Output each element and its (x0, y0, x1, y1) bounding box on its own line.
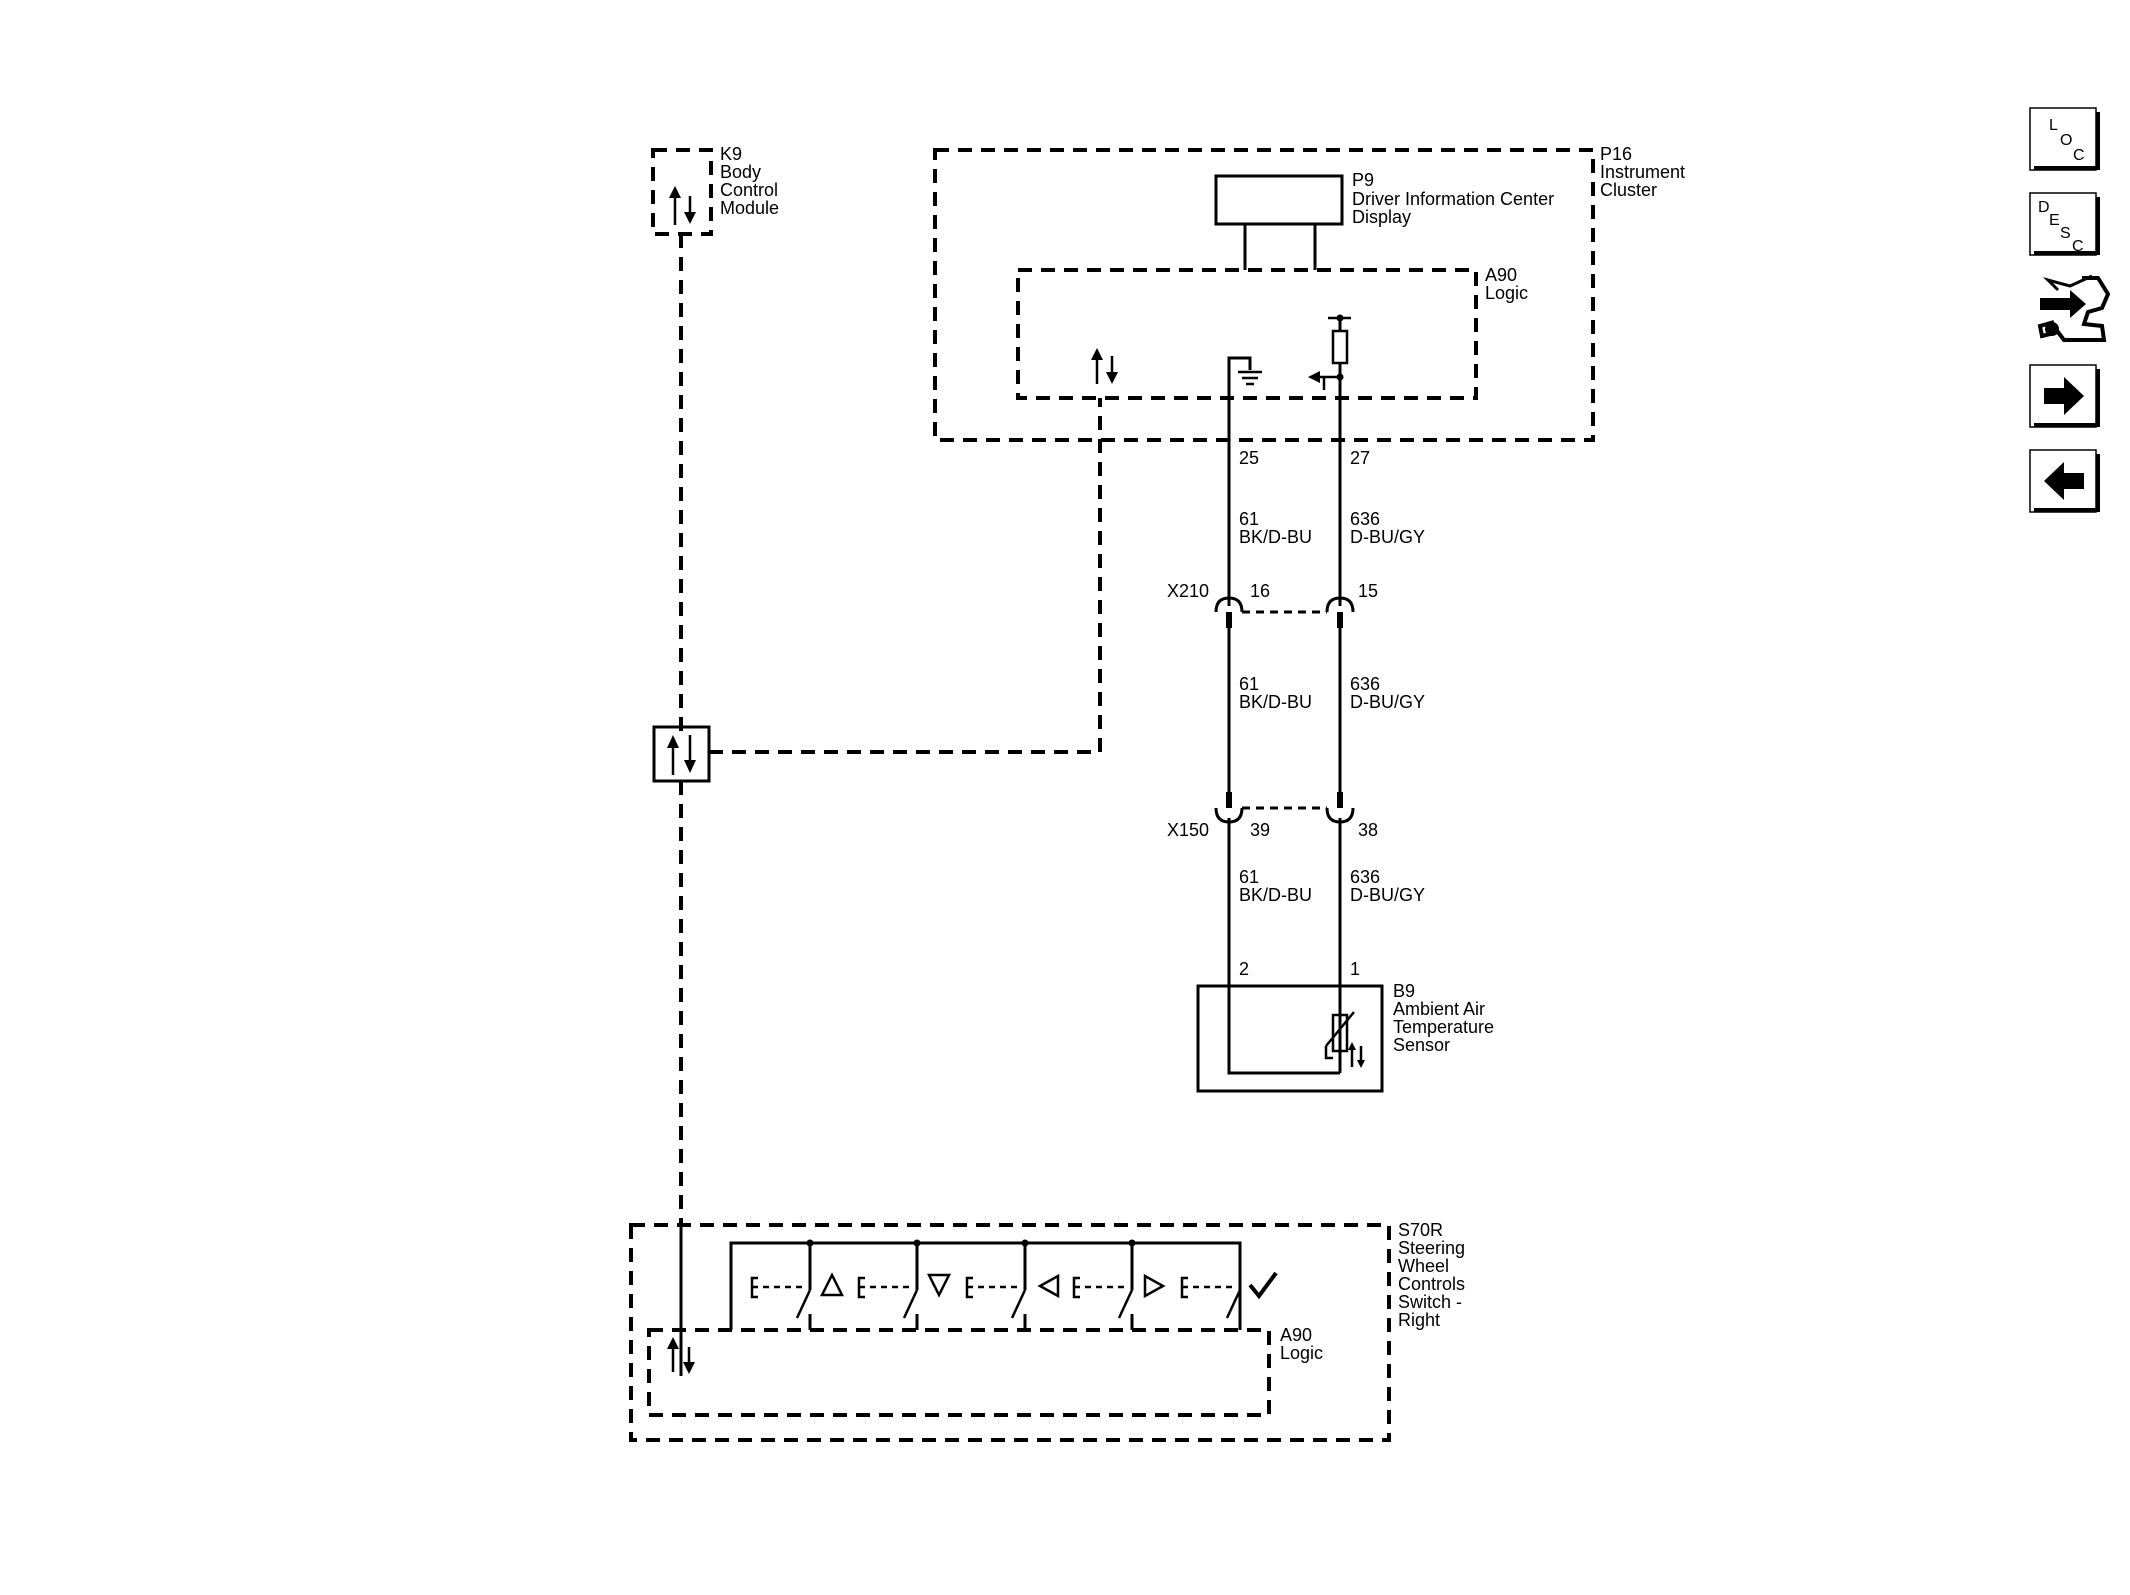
a90-top-id: A90 (1485, 265, 1517, 285)
s70r-line2: Wheel (1398, 1256, 1449, 1276)
loc-letter-o: O (2060, 132, 2072, 149)
s70r-line3: Controls (1398, 1274, 1465, 1294)
wire-right-seg1-circuit: 636 (1350, 509, 1380, 529)
checkmark-icon (1248, 1271, 1278, 1300)
desc-letter-c: C (2072, 238, 2084, 255)
k9-body-control-module[interactable]: K9 Body Control Module (651, 144, 779, 236)
wire-left-seg3-color: BK/D-BU (1239, 885, 1312, 905)
a90-bottom-id: A90 (1280, 1325, 1312, 1345)
k9-id: K9 (720, 144, 742, 164)
b9-line1: Ambient Air (1393, 999, 1485, 1019)
bidirectional-arrows-icon (667, 1337, 695, 1374)
switch-select (1180, 1271, 1278, 1319)
wire-left-seg3-circuit: 61 (1239, 867, 1259, 887)
b9-id: B9 (1393, 981, 1415, 1001)
b9-pin-1: 1 (1350, 959, 1360, 979)
a90-bottom-line1: Logic (1280, 1343, 1323, 1363)
wire-left-seg1-color: BK/D-BU (1239, 527, 1312, 547)
s70r-line4: Switch - (1398, 1292, 1462, 1312)
p16-line2: Cluster (1600, 180, 1657, 200)
data-splice-box (652, 725, 711, 783)
p16-instrument-cluster[interactable]: P16 Instrument Cluster (933, 144, 1685, 442)
x210-connector[interactable]: X210 16 15 (1167, 581, 1378, 628)
switch-down (857, 1239, 952, 1330)
bidirectional-arrows-icon (669, 186, 696, 225)
nav-desc-button[interactable]: D E S C (2029, 192, 2100, 256)
s70r-id: S70R (1398, 1220, 1443, 1240)
ground-icon (1227, 356, 1262, 398)
k9-line1: Body (720, 162, 761, 182)
previous-arrow-button[interactable] (2029, 449, 2100, 513)
wire-right-seg1-color: D-BU/GY (1350, 527, 1425, 547)
p16-line1: Instrument (1600, 162, 1685, 182)
s70r-steering-wheel-controls-switch-right[interactable]: S70R Steering Wheel Controls Switch - Ri… (629, 1220, 1465, 1442)
p9-line2: Display (1352, 207, 1411, 227)
next-arrow-icon (2044, 377, 2084, 415)
previous-arrow-icon (2044, 462, 2084, 500)
desc-letter-s: S (2060, 225, 2071, 242)
desc-letter-d: D (2038, 199, 2050, 216)
desc-letter-e: E (2049, 212, 2060, 229)
x210-pin-15: 15 (1358, 581, 1378, 601)
x150-pin-38: 38 (1358, 820, 1378, 840)
bidirectional-arrows-icon (1091, 348, 1118, 384)
s70r-line5: Right (1398, 1310, 1440, 1330)
x150-connector[interactable]: X150 39 38 (1167, 792, 1378, 840)
x210-pin-16: 16 (1250, 581, 1270, 601)
p16-pin-25: 25 (1239, 448, 1259, 468)
k9-line3: Module (720, 198, 779, 218)
loc-letter-l: L (2049, 117, 2058, 134)
thermistor-icon (1324, 1011, 1365, 1068)
s70r-line1: Steering (1398, 1238, 1465, 1258)
loc-letter-c: C (2073, 147, 2085, 164)
p16-pin-27: 27 (1350, 448, 1370, 468)
pull-up-resistor-icon (1308, 314, 1351, 398)
wire-left-seg2-circuit: 61 (1239, 674, 1259, 694)
nav-loc-button[interactable]: L O C (2029, 107, 2100, 171)
wire-right-seg2-circuit: 636 (1350, 674, 1380, 694)
x210-label: X210 (1167, 581, 1209, 601)
a90-top-line1: Logic (1485, 283, 1528, 303)
b9-pin-2: 2 (1239, 959, 1249, 979)
p9-driver-information-center-display[interactable]: P9 Driver Information Center Display (1214, 170, 1554, 270)
wire-right-seg3-color: D-BU/GY (1350, 885, 1425, 905)
p16-id: P16 (1600, 144, 1632, 164)
wire-right-seg2-color: D-BU/GY (1350, 692, 1425, 712)
x150-pin-39: 39 (1250, 820, 1270, 840)
k9-line2: Control (720, 180, 778, 200)
b9-ambient-air-temperature-sensor[interactable]: B9 Ambient Air Temperature Sensor (1196, 981, 1494, 1093)
wire-left-seg1-circuit: 61 (1239, 509, 1259, 529)
switch-left (965, 1239, 1060, 1330)
a90-logic-top[interactable]: A90 Logic (1016, 265, 1528, 400)
b9-line2: Temperature (1393, 1017, 1494, 1037)
wire-right-seg3-circuit: 636 (1350, 867, 1380, 887)
a90-logic-bottom[interactable]: A90 Logic (647, 1225, 1323, 1417)
serial-data-line-p16 (709, 398, 1102, 754)
connector-service-icon[interactable] (2037, 274, 2111, 342)
p9-id: P9 (1352, 170, 1374, 190)
x150-label: X150 (1167, 820, 1209, 840)
p9-line1: Driver Information Center (1352, 189, 1554, 209)
switch-up (750, 1239, 845, 1330)
b9-line3: Sensor (1393, 1035, 1450, 1055)
wire-left-seg2-color: BK/D-BU (1239, 692, 1312, 712)
next-arrow-button[interactable] (2029, 364, 2100, 428)
switch-right (1072, 1239, 1166, 1330)
